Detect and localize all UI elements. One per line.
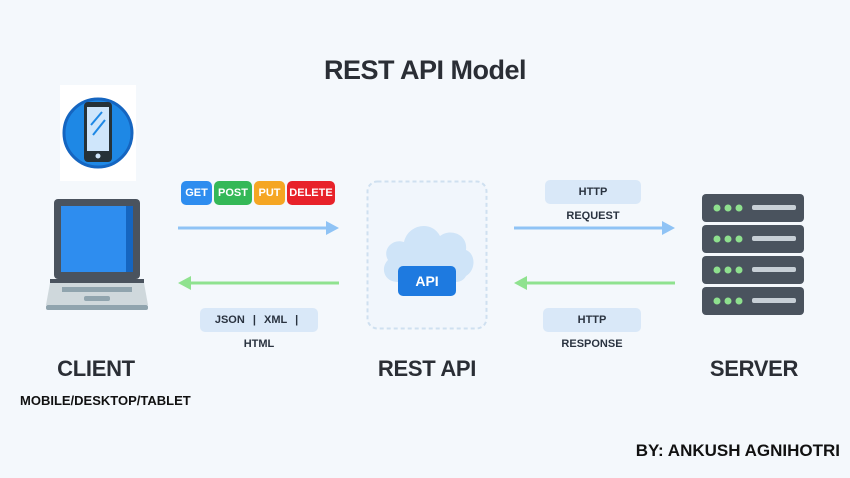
http-request-tag: HTTP REQUEST xyxy=(545,180,641,222)
request-arrow-api-to-server xyxy=(514,221,675,235)
format-xml: XML xyxy=(264,314,288,326)
method-delete-badge: DELETE xyxy=(287,181,335,205)
method-get-badge: GET xyxy=(181,181,212,205)
request-arrow-client-to-api xyxy=(178,221,339,235)
format-json: JSON xyxy=(214,314,245,326)
method-post-badge: POST xyxy=(214,181,252,205)
diagram-title: REST API Model xyxy=(323,55,527,85)
laptop-icon xyxy=(46,199,148,310)
server-rack-icon xyxy=(702,194,804,315)
http-response-tag: HTTP RESPONSE xyxy=(543,308,641,350)
response-arrow-api-to-client xyxy=(178,276,339,290)
mobile-phone-icon xyxy=(60,85,136,181)
method-put-badge: PUT xyxy=(254,181,285,205)
author-credit: BY: ANKUSH AGNIHOTRI xyxy=(635,441,840,460)
response-arrow-server-to-api xyxy=(514,276,675,290)
client-label: CLIENT xyxy=(57,356,135,381)
api-badge: API xyxy=(398,266,456,296)
rest-api-label: REST API xyxy=(377,356,477,381)
server-label: SERVER xyxy=(709,356,799,381)
client-device-types: MOBILE/DESKTOP/TABLET xyxy=(20,393,191,408)
response-formats-tag: JSON | XML | HTML xyxy=(200,308,318,350)
format-html: HTML xyxy=(243,338,275,350)
